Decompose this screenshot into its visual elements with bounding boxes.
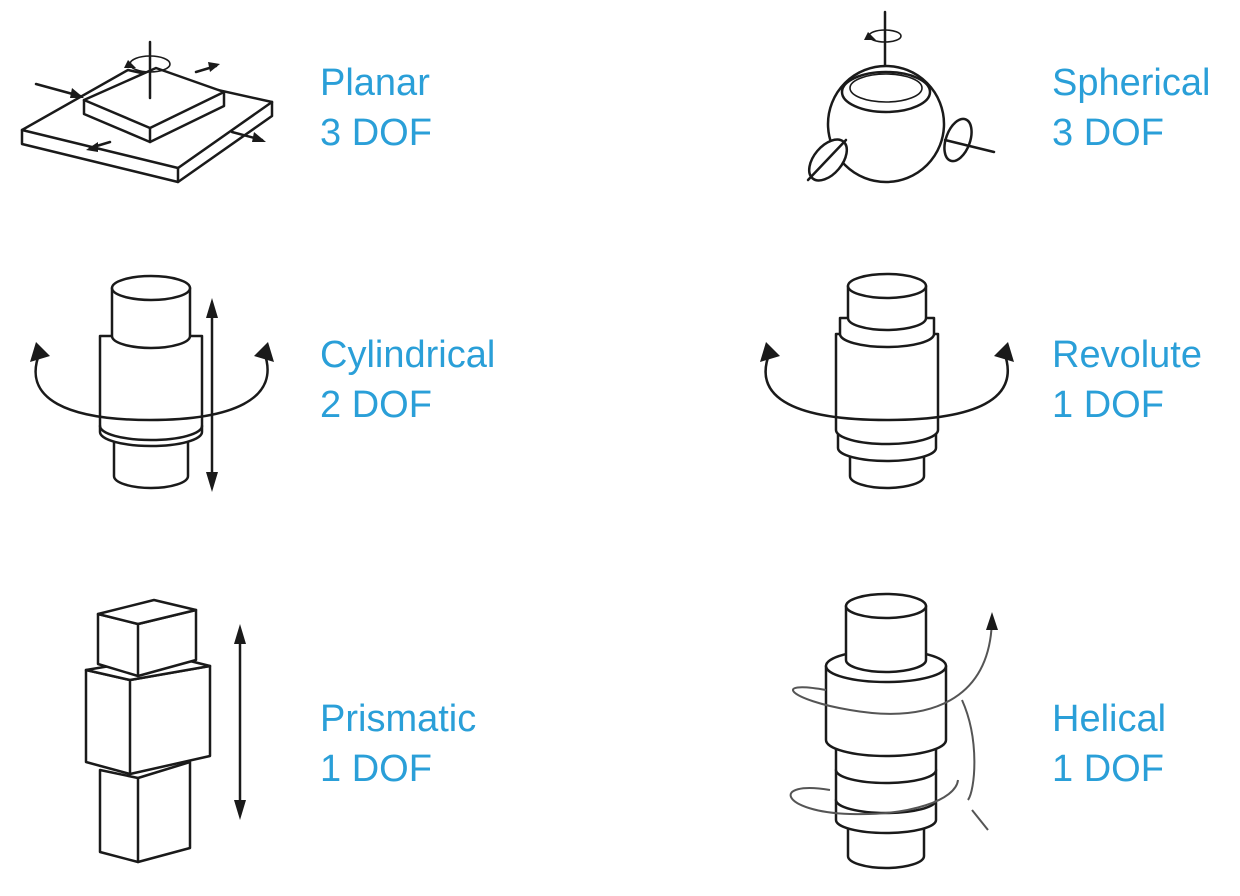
helical-dof: 1 DOF	[1052, 748, 1164, 790]
planar-name: Planar	[320, 62, 430, 104]
spherical-name: Spherical	[1052, 62, 1211, 104]
cylindrical-joint-icon	[30, 274, 274, 492]
cylindrical-label: Cylindrical 2 DOF	[320, 330, 495, 430]
prismatic-name: Prismatic	[320, 698, 477, 740]
helical-label: Helical 1 DOF	[1052, 694, 1166, 794]
spherical-label: Spherical 3 DOF	[1052, 58, 1210, 158]
revolute-joint-icon	[760, 272, 1014, 490]
planar-dof: 3 DOF	[320, 112, 432, 154]
spherical-joint-icon	[806, 10, 996, 184]
prismatic-dof: 1 DOF	[320, 748, 432, 790]
planar-label: Planar 3 DOF	[320, 58, 432, 158]
revolute-name: Revolute	[1052, 334, 1202, 376]
prismatic-joint-icon	[84, 598, 246, 864]
prismatic-label: Prismatic 1 DOF	[320, 694, 476, 794]
helical-name: Helical	[1052, 698, 1167, 740]
cylindrical-dof: 2 DOF	[320, 384, 432, 426]
planar-joint-icon	[20, 40, 274, 184]
cylindrical-name: Cylindrical	[320, 334, 496, 376]
revolute-dof: 1 DOF	[1052, 384, 1164, 426]
helical-joint-icon	[789, 592, 998, 870]
revolute-label: Revolute 1 DOF	[1052, 330, 1202, 430]
spherical-dof: 3 DOF	[1052, 112, 1164, 154]
